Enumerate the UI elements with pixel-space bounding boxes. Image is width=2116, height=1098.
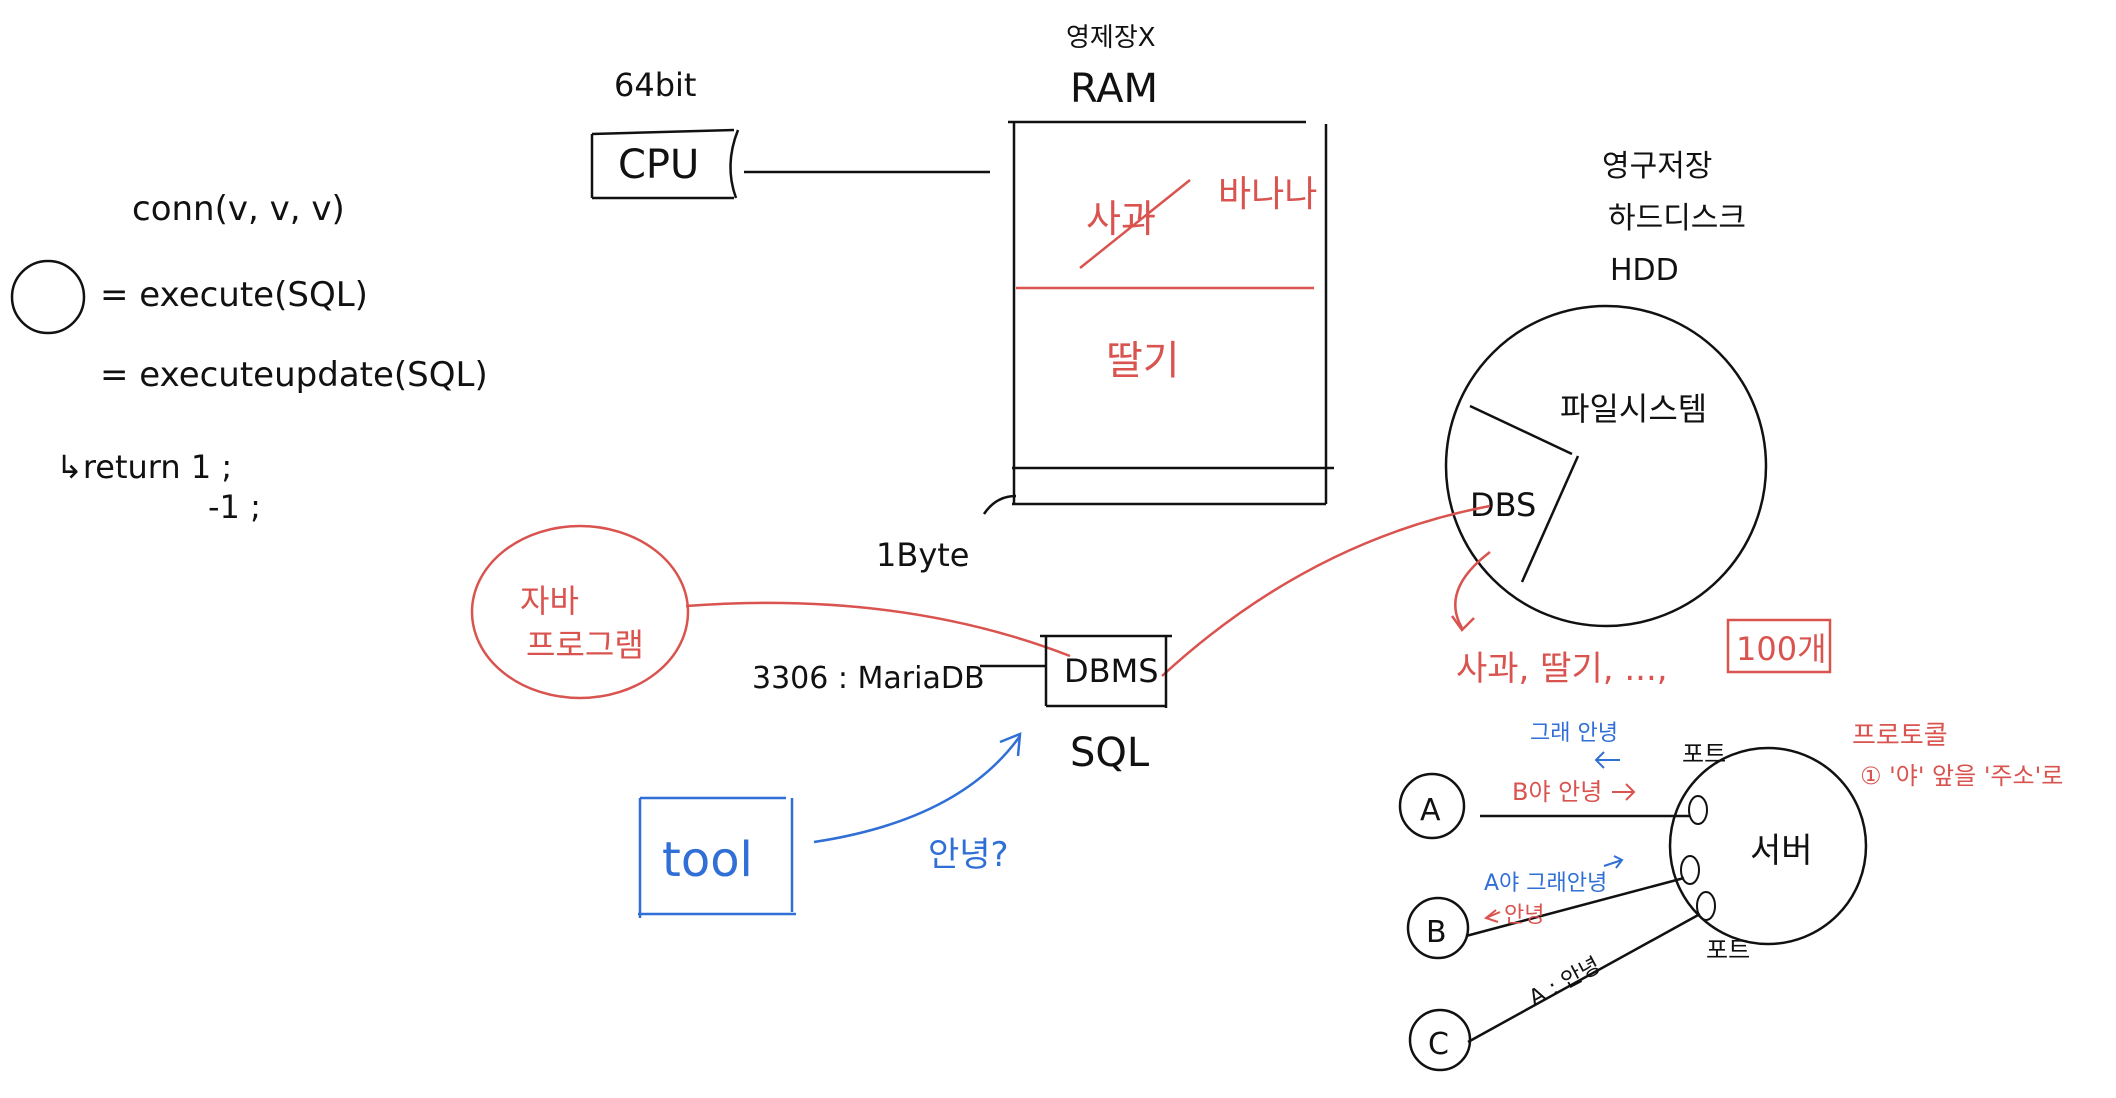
dbms-box: [1040, 634, 1172, 708]
disk-line3: HDD: [1610, 253, 1679, 288]
node-b-circle: [1406, 896, 1470, 960]
execute-update-text: = executeupdate(SQL): [100, 355, 488, 395]
java-label-line1: 자바: [520, 582, 579, 620]
ram-item-strike: [1079, 179, 1191, 269]
byte-pointer-line: [982, 494, 1017, 515]
link-c-server: [1467, 912, 1701, 1044]
disk-line1: 영구저장: [1602, 149, 1712, 184]
dbs-arrow-head: [1450, 615, 1475, 632]
node-a-label: A: [1420, 793, 1441, 828]
tool-greeting: 안녕?: [928, 835, 1009, 875]
port-top-label: 포트: [1682, 740, 1726, 768]
dbs-contents-arrow: [1454, 551, 1491, 629]
cpu-bits-label: 64bit: [614, 66, 696, 104]
disk-fs-label: 파일시스템: [1560, 390, 1707, 428]
ram-title: RAM: [1070, 66, 1158, 112]
dbms-dbs-link: [1161, 504, 1491, 677]
dbs-contents-text: 사과, 딸기, ...,: [1456, 649, 1668, 689]
disk-dbs-label: DBS: [1470, 486, 1536, 524]
server-circle: [1668, 746, 1868, 946]
result-circle: [10, 259, 86, 335]
disk-partition-line-a: [1469, 404, 1573, 456]
node-b-label: B: [1426, 915, 1447, 950]
node-a-circle: [1398, 772, 1466, 840]
tool-dbms-arrow: [813, 735, 1022, 844]
java-program-ellipse: [470, 524, 690, 700]
protocol-title: 프로토콜: [1852, 721, 1948, 751]
ram-item-banana: 바나나: [1218, 174, 1317, 215]
ram-note: 영제장X: [1066, 23, 1156, 53]
port-oval-top: [1688, 795, 1708, 825]
ram-box: [1008, 120, 1334, 506]
link-b-server: [1465, 876, 1685, 938]
protocol-rule: ① '야' 앞을 '주소'로: [1860, 762, 2063, 790]
msg-reply-top: 그래 안녕: [1530, 721, 1618, 746]
cpu-box: [590, 128, 740, 200]
disk-circle: [1444, 304, 1768, 628]
dbms-port-label: 3306 : MariaDB: [752, 661, 985, 696]
tool-label: tool: [662, 832, 753, 888]
msg-a-reply: A야 그래안녕: [1484, 871, 1607, 896]
execute-text: = execute(SQL): [100, 275, 368, 315]
return-neg-text: -1 ;: [208, 488, 261, 526]
dbms-label: DBMS: [1064, 652, 1159, 690]
msg-b-hello: B야 안녕: [1512, 778, 1602, 806]
msg-reply-top-arrow: [1594, 751, 1620, 769]
dbs-count-text: 100개: [1736, 630, 1827, 668]
server-label: 서버: [1750, 831, 1813, 871]
port-bottom-label: 포트: [1706, 936, 1750, 964]
node-c-label: C: [1428, 1027, 1449, 1062]
tool-box: [638, 796, 796, 918]
conn-call-text: conn(v, v, v): [132, 189, 345, 229]
port-oval-bottom: [1696, 891, 1716, 921]
msg-b-hello-arrow: [1612, 783, 1636, 801]
msg-hello-arrow: [1483, 909, 1501, 923]
byte-unit-label: 1Byte: [876, 536, 969, 574]
ram-item-strawberry: 딸기: [1106, 338, 1180, 384]
tool-arrow-head: [999, 732, 1022, 757]
java-label-line2: 프로그램: [526, 626, 644, 664]
disk-partition-line-b: [1520, 455, 1580, 583]
cpu-label: CPU: [618, 142, 699, 188]
msg-hello: 안녕: [1504, 903, 1544, 928]
msg-a-reply-arrow: [1603, 855, 1624, 869]
port-oval-mid: [1680, 855, 1700, 885]
dbs-count-box: [1726, 618, 1832, 674]
return-text: ↳return 1 ;: [56, 448, 232, 486]
msg-c: A : 안녕: [1525, 953, 1605, 1011]
disk-line2: 하드디스크: [1608, 201, 1746, 236]
java-dbms-link: [685, 601, 1071, 658]
sql-label: SQL: [1070, 730, 1150, 776]
